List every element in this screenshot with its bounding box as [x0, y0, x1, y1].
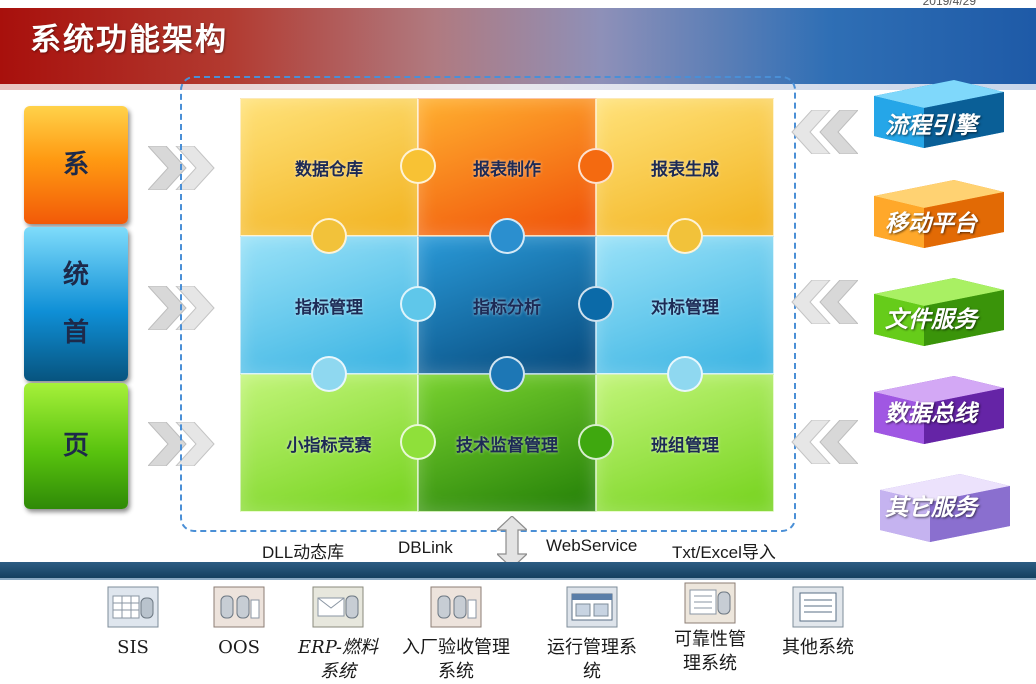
system-operation-management[interactable]: 运行管理系 统 — [534, 586, 650, 684]
service-file-service[interactable]: 文件服务 — [864, 274, 1004, 362]
module-small-indicator-contest[interactable]: 小指标竞赛 — [240, 374, 418, 512]
system-label: SIS — [117, 637, 149, 658]
puzzle-knob — [578, 286, 614, 322]
module-report-generation[interactable]: 报表生成 — [596, 98, 774, 236]
module-report-making[interactable]: 报表制作 — [418, 98, 596, 236]
service-label: 流程引擎 — [885, 112, 977, 139]
service-other-services[interactable]: 其它服务 — [870, 470, 1010, 558]
puzzle-knob — [667, 356, 703, 392]
system-other[interactable]: 其他系统 — [772, 586, 864, 660]
module-indicator-analysis[interactable]: 指标分析 — [418, 236, 596, 374]
bottom-divider-bar — [0, 562, 1036, 578]
system-label-line2: 系统 — [438, 661, 474, 682]
puzzle-knob — [400, 148, 436, 184]
double-arrow-icon — [497, 516, 527, 568]
bottom-divider-line — [0, 578, 1036, 580]
system-label: 入厂验收管理 — [402, 637, 510, 658]
puzzle-knob — [667, 218, 703, 254]
left-block-bottom: 页 — [24, 383, 128, 509]
service-data-bus[interactable]: 数据总线 — [864, 372, 1004, 460]
header-banner — [0, 8, 1036, 84]
system-label: ERP-燃料 — [298, 637, 378, 658]
puzzle-knob — [400, 424, 436, 460]
chevron-left-icon — [791, 420, 858, 464]
puzzle-knob — [489, 356, 525, 392]
interface-dll: DLL动态库 — [262, 543, 345, 562]
service-mobile-platform[interactable]: 移动平台 — [864, 176, 1004, 264]
module-team-management[interactable]: 班组管理 — [596, 374, 774, 512]
chevron-right-icon — [148, 422, 215, 466]
system-reliability-management[interactable]: 可靠性管 理系统 — [662, 582, 758, 676]
system-label: 其他系统 — [782, 637, 854, 658]
system-label-line2: 理系统 — [683, 653, 737, 674]
system-oos[interactable]: OOS — [204, 586, 274, 660]
puzzle-knob — [489, 218, 525, 254]
puzzle-knob — [400, 286, 436, 322]
page-title: 系统功能架构 — [30, 22, 228, 58]
system-label-line2: 统 — [583, 661, 601, 682]
left-block-middle: 统 首 — [24, 227, 128, 381]
service-label: 移动平台 — [885, 210, 977, 237]
service-label: 数据总线 — [885, 400, 977, 427]
header-divider — [0, 84, 1036, 90]
document-database-icon — [684, 582, 736, 624]
system-erp-fuel[interactable]: ERP-燃料 系统 — [290, 586, 386, 684]
chevron-left-icon — [791, 280, 858, 324]
puzzle-knob — [311, 218, 347, 254]
left-char-2: 统 — [62, 260, 89, 290]
interface-dblink: DBLink — [398, 538, 453, 557]
module-benchmark-management[interactable]: 对标管理 — [596, 236, 774, 374]
system-inbound-acceptance[interactable]: 入厂验收管理 系统 — [392, 586, 520, 684]
system-label: 可靠性管 — [674, 629, 746, 650]
chevron-left-icon — [791, 110, 858, 154]
service-label: 其它服务 — [885, 494, 977, 521]
mail-database-icon — [312, 586, 364, 628]
service-box-shape — [874, 278, 1004, 346]
left-char-4: 页 — [62, 431, 89, 461]
service-workflow-engine[interactable]: 流程引擎 — [864, 76, 1004, 164]
date-label: 2019/4/29 — [922, 0, 976, 8]
service-box-shape — [874, 180, 1004, 248]
system-label: 运行管理系 — [547, 637, 637, 658]
module-indicator-management[interactable]: 指标管理 — [240, 236, 418, 374]
service-box-shape — [874, 80, 1004, 148]
chevron-right-icon — [148, 146, 215, 190]
server-window-icon — [566, 586, 618, 628]
system-label-line2: 系统 — [320, 661, 356, 682]
service-box-shape — [874, 376, 1004, 444]
interface-txt-excel: Txt/Excel导入 — [672, 543, 776, 562]
puzzle-knob — [311, 356, 347, 392]
left-block-top: 系 — [24, 106, 128, 224]
database-icon — [430, 586, 482, 628]
service-box-shape — [880, 474, 1010, 542]
module-data-warehouse[interactable]: 数据仓库 — [240, 98, 418, 236]
service-label: 文件服务 — [885, 306, 977, 333]
database-icon — [213, 586, 265, 628]
database-table-icon — [107, 586, 159, 628]
module-technical-supervision[interactable]: 技术监督管理 — [418, 374, 596, 512]
system-sis[interactable]: SIS — [100, 586, 166, 660]
puzzle-knob — [578, 148, 614, 184]
puzzle-knob — [578, 424, 614, 460]
interface-webservice: WebService — [546, 536, 638, 555]
left-char-3: 首 — [62, 318, 89, 348]
chevron-right-icon — [148, 286, 215, 330]
left-char-1: 系 — [62, 150, 89, 180]
document-icon — [792, 586, 844, 628]
system-label: OOS — [218, 637, 260, 658]
